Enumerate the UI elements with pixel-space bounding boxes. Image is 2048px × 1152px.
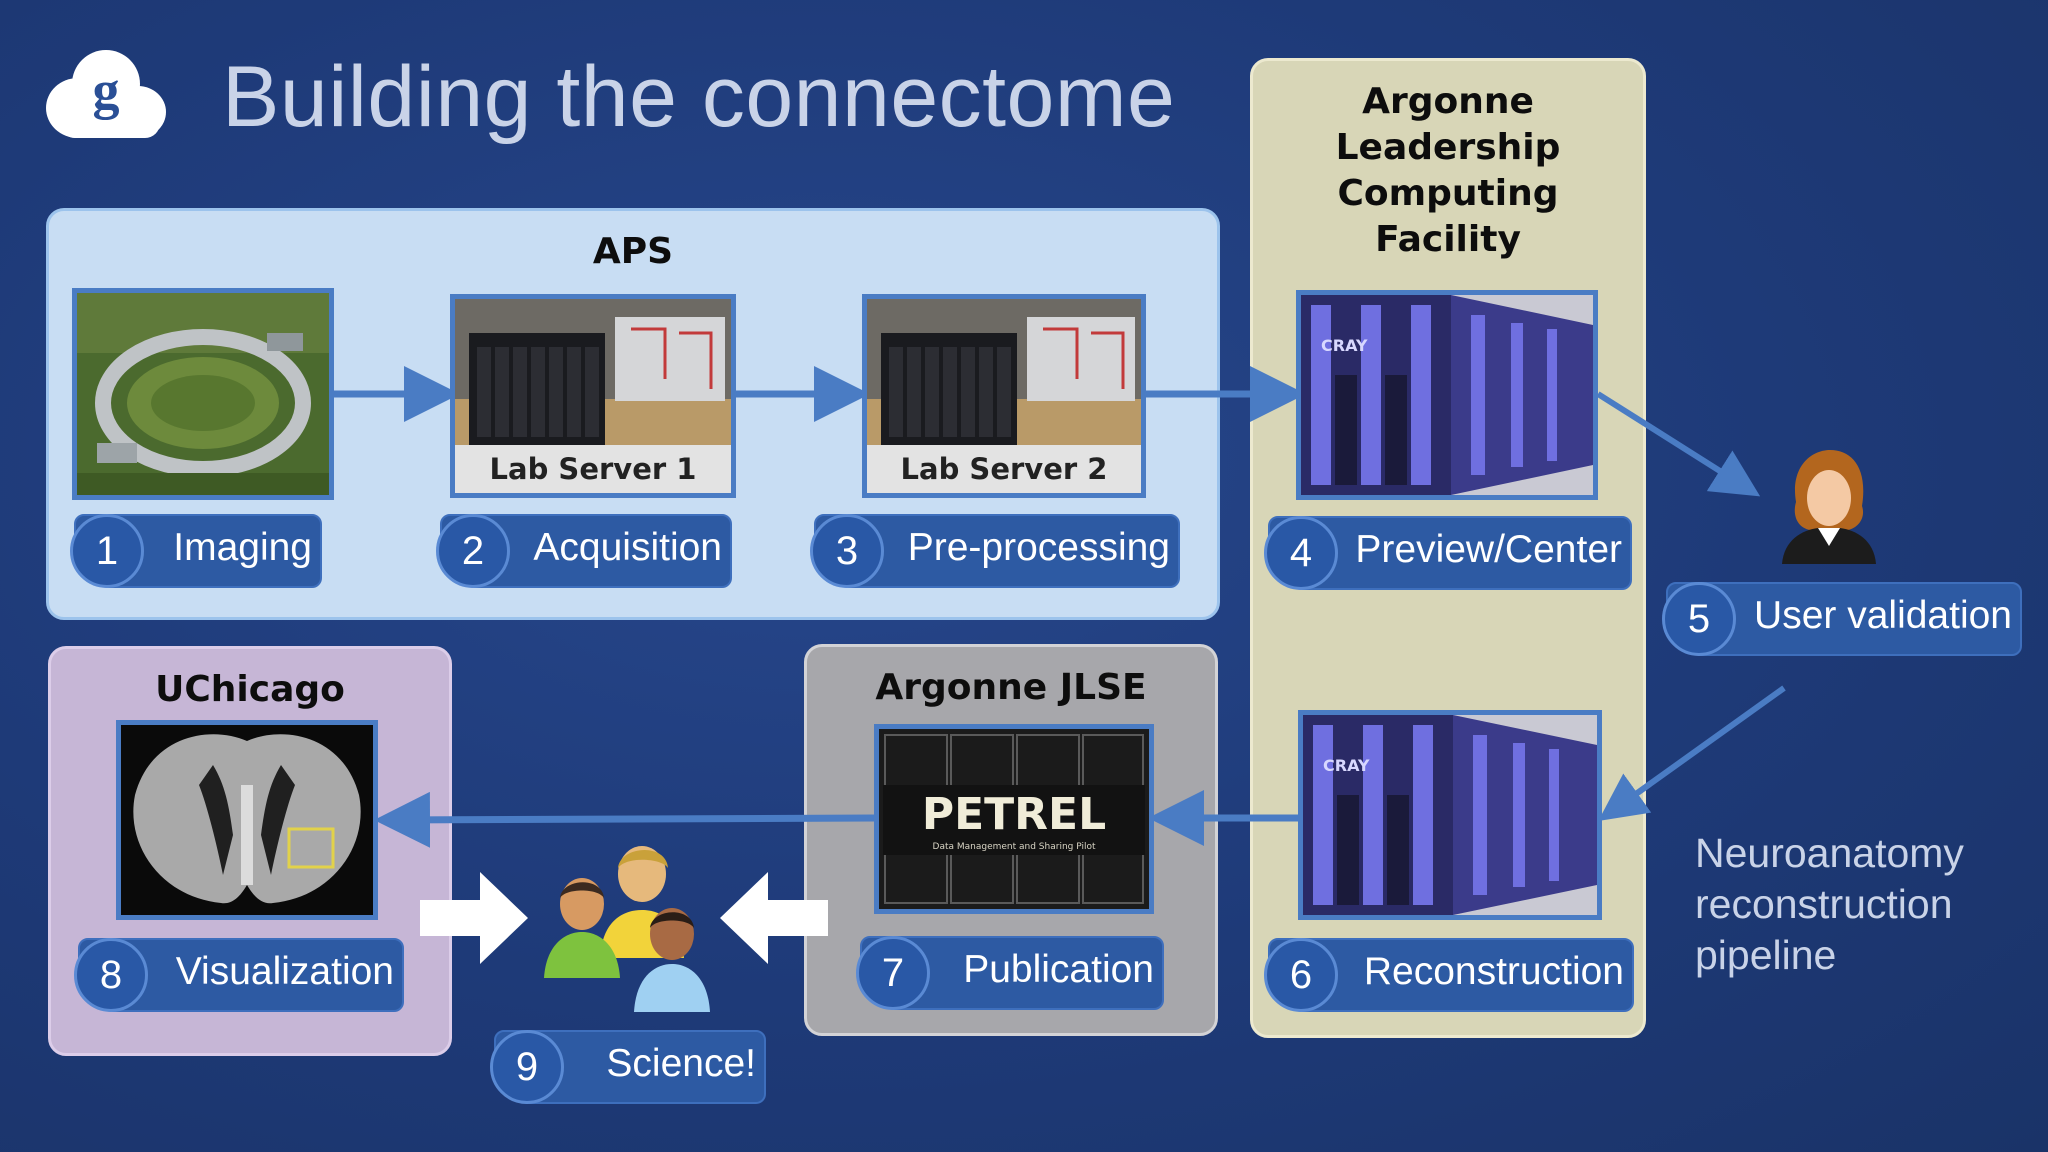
- step-label: Preview/Center: [1355, 528, 1622, 571]
- cray-label-bottom: CRAY: [1323, 756, 1370, 775]
- arrow-user-to-reconstruction: [1598, 685, 1786, 821]
- step-number: 6: [1264, 938, 1338, 1012]
- step-number: 4: [1264, 516, 1338, 590]
- step-label: User validation: [1754, 594, 2012, 637]
- aps-aerial-image: [72, 288, 334, 500]
- svg-text:g: g: [93, 60, 120, 120]
- step-number: 1: [70, 514, 144, 588]
- uchicago-label: UChicago: [155, 669, 345, 710]
- step-number: 3: [810, 514, 884, 588]
- step-label: Acquisition: [533, 526, 722, 569]
- step-reconstruction: 6 Reconstruction: [1264, 938, 1634, 1012]
- arrow-visualization-to-science: [420, 872, 528, 964]
- step-acquisition: 2 Acquisition: [436, 514, 732, 588]
- arrow-petrel-to-visualization: [374, 791, 875, 848]
- cray-supercomputer-image-bottom: CRAY: [1298, 710, 1602, 920]
- aps-label: APS: [592, 231, 674, 272]
- step-science: 9 Science!: [490, 1030, 766, 1104]
- pipeline-description: Neuroanatomy reconstruction pipeline: [1695, 830, 1964, 978]
- step-number: 5: [1662, 582, 1736, 656]
- petrel-subtitle: Data Management and Sharing Pilot: [933, 842, 1096, 852]
- arrow-preview-to-user: [1596, 391, 1761, 497]
- step-label: Science!: [606, 1042, 756, 1085]
- arrow-publication-to-science: [720, 872, 828, 964]
- step-user-validation: 5 User validation: [1662, 582, 2022, 656]
- page-title: Building the connectome: [222, 49, 1176, 145]
- lab-server-1-image: Lab Server 1: [450, 294, 736, 498]
- petrel-image: PETREL Data Management and Sharing Pilot: [874, 724, 1154, 914]
- jlse-label: Argonne JLSE: [875, 667, 1147, 708]
- lab-server-2-image: Lab Server 2: [862, 294, 1146, 498]
- brain-slice-image: [116, 720, 378, 920]
- step-label: Visualization: [175, 950, 394, 993]
- lab-server-2-caption: Lab Server 2: [867, 445, 1141, 493]
- lab-server-1-caption: Lab Server 1: [455, 445, 731, 493]
- scientists-group-icon: [544, 846, 710, 1012]
- step-label: Publication: [963, 948, 1154, 991]
- petrel-logo-text: PETREL: [922, 789, 1106, 840]
- step-preview-center: 4 Preview/Center: [1264, 516, 1632, 590]
- step-visualization: 8 Visualization: [74, 938, 404, 1012]
- alcf-label: Argonne Leadership Computing Facility: [1335, 81, 1561, 260]
- user-avatar-icon: [1782, 450, 1876, 564]
- step-preprocessing: 3 Pre-processing: [810, 514, 1180, 588]
- cray-label-top: CRAY: [1321, 336, 1368, 355]
- step-label: Reconstruction: [1363, 950, 1624, 993]
- step-imaging: 1 Imaging: [70, 514, 322, 588]
- step-number: 9: [490, 1030, 564, 1104]
- step-number: 7: [856, 936, 930, 1010]
- step-label: Imaging: [173, 526, 312, 569]
- globus-logo-icon: g: [46, 50, 166, 138]
- step-number: 2: [436, 514, 510, 588]
- cray-supercomputer-image-top: CRAY: [1296, 290, 1598, 500]
- step-publication: 7 Publication: [856, 936, 1164, 1010]
- step-label: Pre-processing: [907, 526, 1170, 569]
- step-number: 8: [74, 938, 148, 1012]
